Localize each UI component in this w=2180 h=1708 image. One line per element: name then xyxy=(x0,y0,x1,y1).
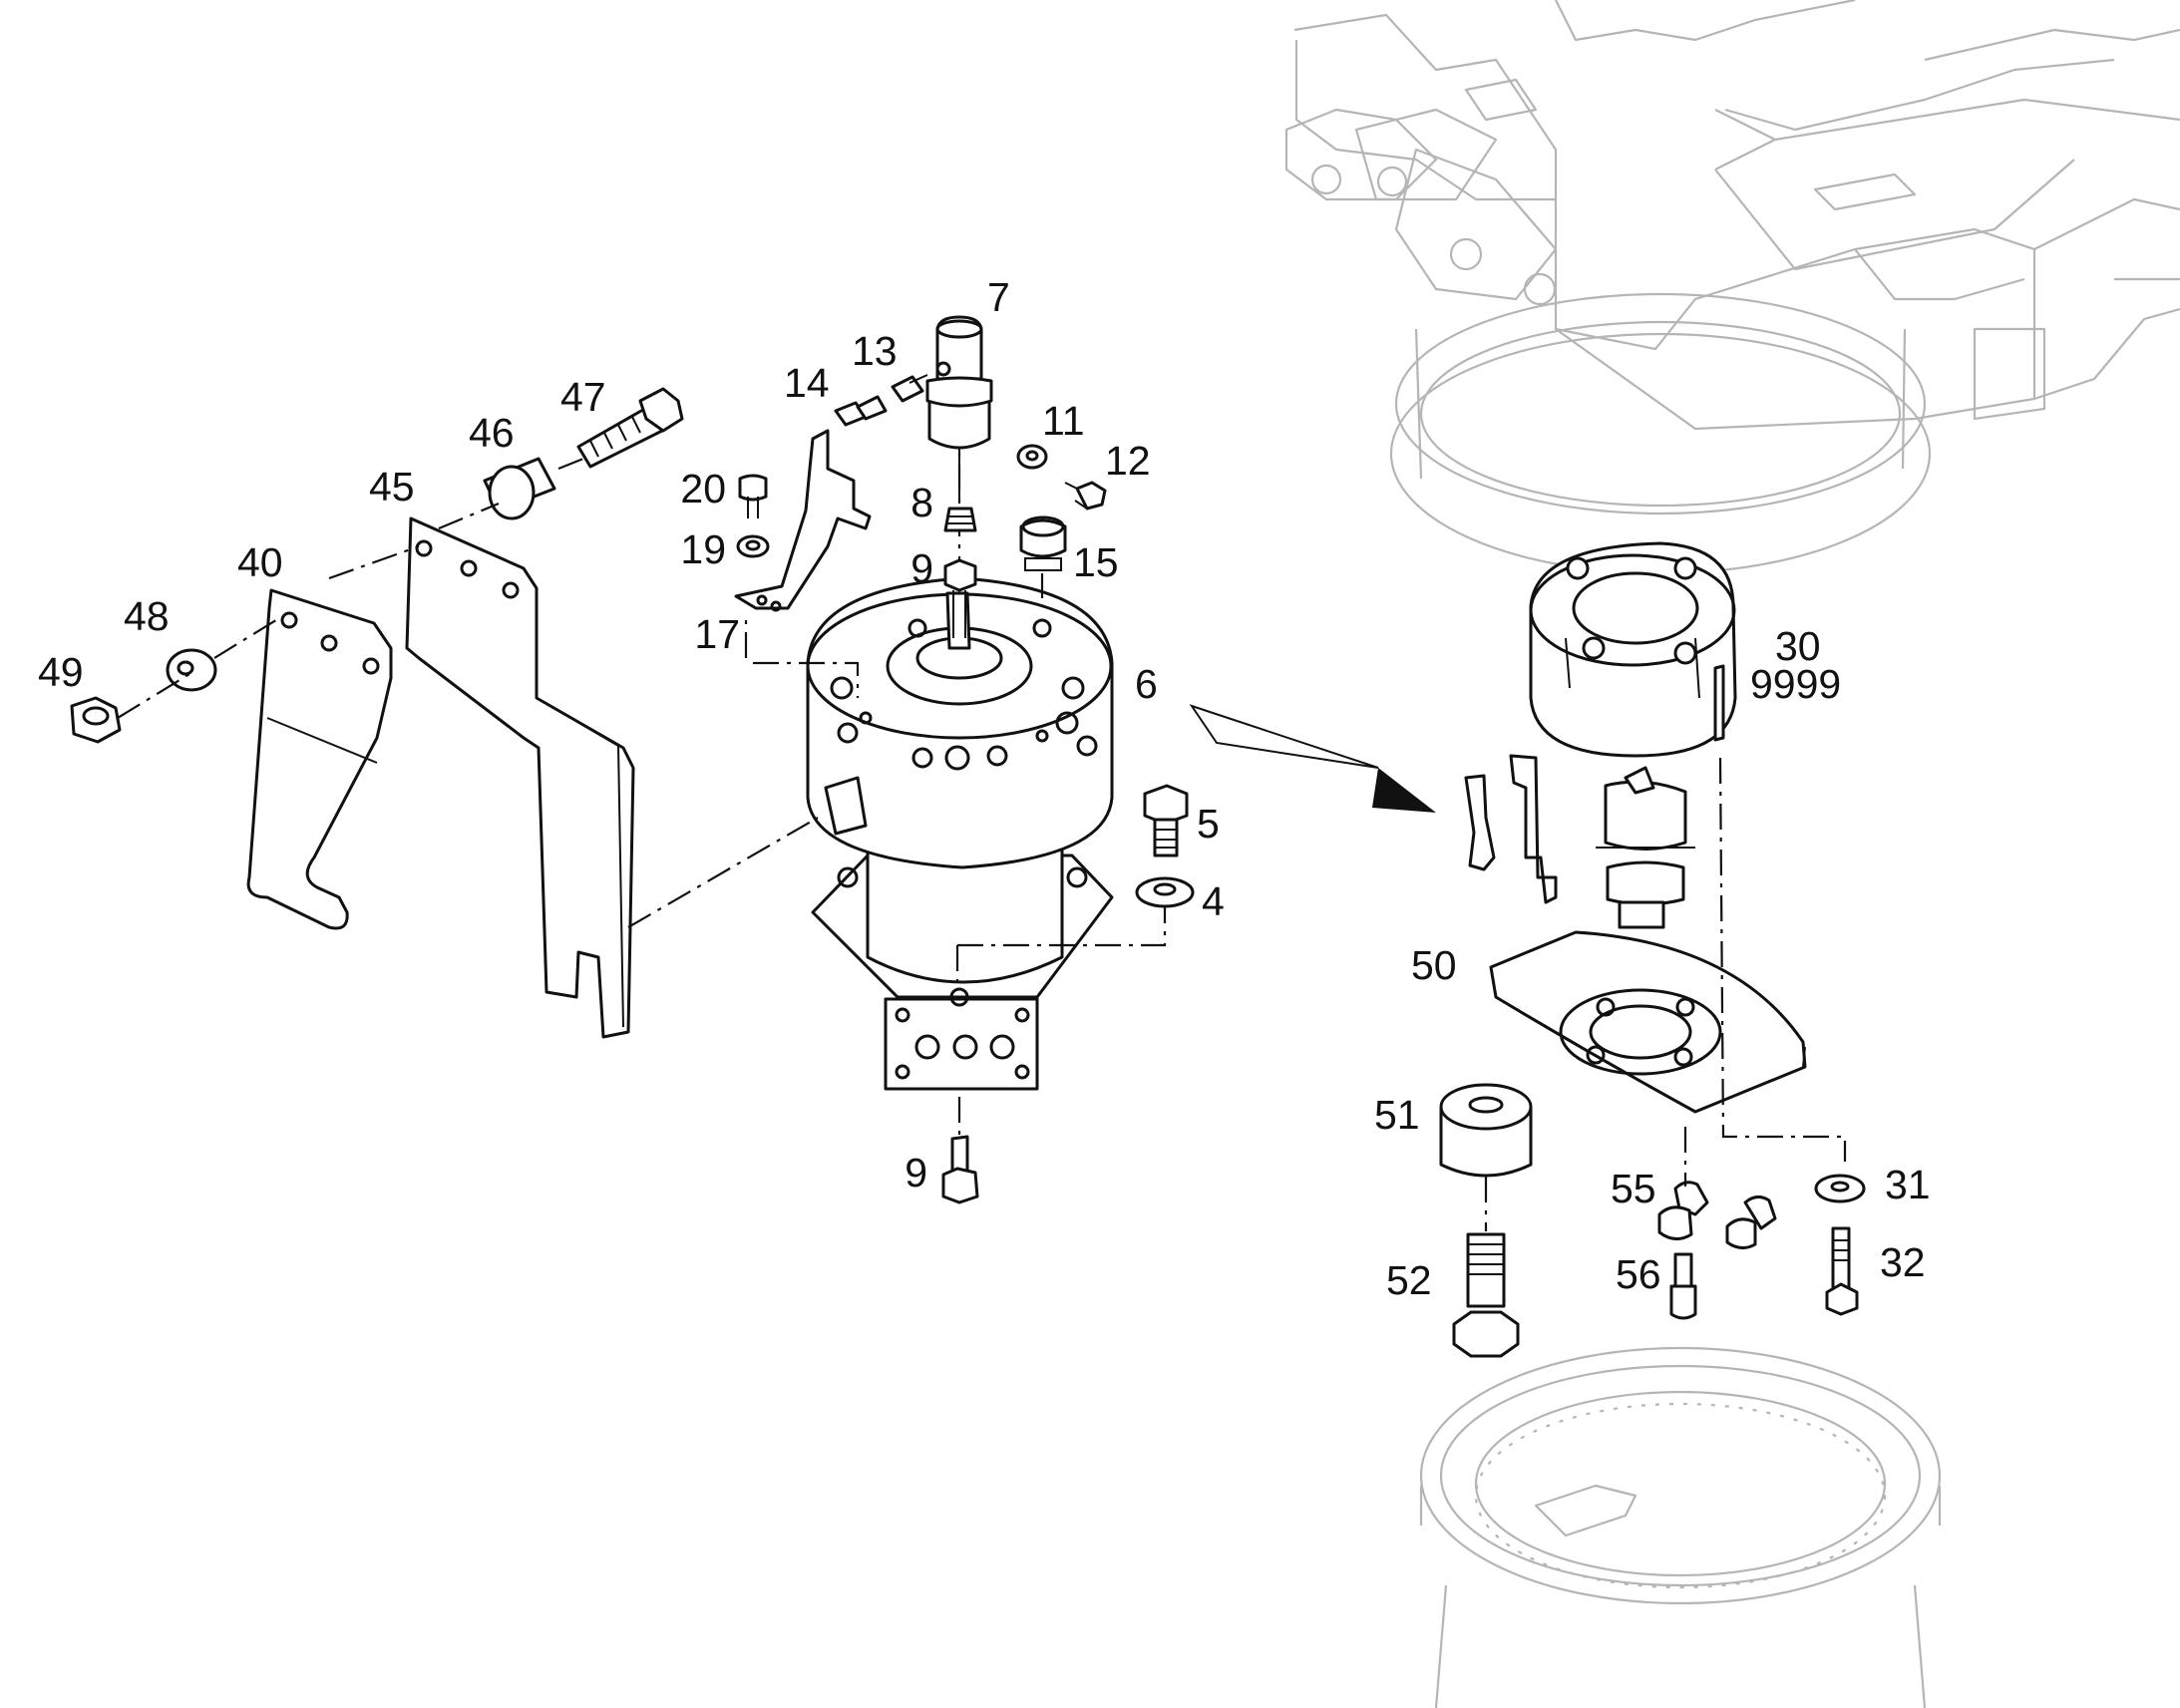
swivel-joint-part-6 xyxy=(806,576,1114,1091)
callout-56: 56 xyxy=(1616,1251,1661,1297)
callout-5: 5 xyxy=(1197,801,1220,847)
callout-12: 12 xyxy=(1105,438,1151,484)
washer-part-4 xyxy=(1135,876,1195,908)
callout-40: 40 xyxy=(237,539,283,585)
callout-46: 46 xyxy=(469,410,515,456)
callout-30: 30 xyxy=(1775,623,1821,669)
callout-labels: 4 5 6 7 8 9 9 11 12 13 14 15 17 19 20 30… xyxy=(38,274,1931,1303)
callout-52: 52 xyxy=(1386,1257,1432,1303)
bolt-part-9-bottom xyxy=(941,1135,979,1204)
assembly-pointer-arrow xyxy=(1189,704,1436,813)
washer-part-31 xyxy=(1814,1174,1866,1203)
callout-4: 4 xyxy=(1202,878,1225,924)
callout-7: 7 xyxy=(987,274,1010,320)
callout-17: 17 xyxy=(694,611,740,657)
callout-51: 51 xyxy=(1374,1092,1420,1138)
right-centerlines xyxy=(1484,757,1847,1231)
bolt-part-52 xyxy=(1452,1232,1520,1358)
bracket-part-40 xyxy=(246,588,393,930)
fitting-part-9-top xyxy=(943,558,977,638)
lower-slewing-ring-context xyxy=(1419,1346,1942,1708)
nut-part-49 xyxy=(70,696,122,744)
callout-50: 50 xyxy=(1411,942,1457,988)
callout-47: 47 xyxy=(560,374,606,420)
fitting-part-13 xyxy=(891,374,928,403)
callout-11: 11 xyxy=(1042,398,1085,444)
bolt-part-32 xyxy=(1825,1226,1859,1316)
spacer-part-51 xyxy=(1439,1083,1533,1178)
assembled-swivel-preview xyxy=(1464,754,1695,929)
washer-part-11 xyxy=(1016,444,1048,470)
callout-20: 20 xyxy=(680,466,726,512)
bracket-mounting-centerline xyxy=(117,457,584,719)
callout-49: 49 xyxy=(38,649,84,695)
callout-9-bottom: 9 xyxy=(905,1150,927,1196)
spacer-part-46 xyxy=(483,457,556,520)
washer-part-19 xyxy=(736,534,770,558)
callout-32: 32 xyxy=(1880,1239,1926,1285)
callout-6: 6 xyxy=(1135,661,1158,707)
callout-13: 13 xyxy=(852,328,898,374)
callout-55: 55 xyxy=(1611,1166,1656,1211)
bolt-part-47 xyxy=(576,387,684,469)
washer-part-48 xyxy=(166,648,217,692)
callout-8: 8 xyxy=(910,480,933,525)
clamp-part-55 xyxy=(1657,1181,1777,1249)
bolt-part-12 xyxy=(1064,481,1107,511)
callout-31: 31 xyxy=(1885,1162,1931,1207)
bracket-part-17 xyxy=(734,429,872,612)
upper-frame-context xyxy=(1284,0,2180,575)
callout-9-top: 9 xyxy=(910,545,933,591)
bolt-part-20 xyxy=(738,474,768,518)
valve-part-7 xyxy=(925,315,993,450)
callout-19: 19 xyxy=(680,526,726,572)
callout-14: 14 xyxy=(784,360,830,406)
fitting-part-8 xyxy=(943,439,977,532)
callout-48: 48 xyxy=(124,593,170,639)
callout-9999: 9999 xyxy=(1750,661,1841,707)
elbow-part-14 xyxy=(834,395,888,427)
callout-45: 45 xyxy=(369,464,415,510)
plate-part-50 xyxy=(1489,930,1807,1114)
housing-part-30 xyxy=(1529,541,1737,758)
bolt-part-5 xyxy=(1143,784,1189,857)
plug-part-15 xyxy=(1019,515,1067,571)
bolt-part-56 xyxy=(1669,1252,1697,1320)
callout-15: 15 xyxy=(1073,539,1119,585)
bracket-part-45 xyxy=(405,516,635,1039)
